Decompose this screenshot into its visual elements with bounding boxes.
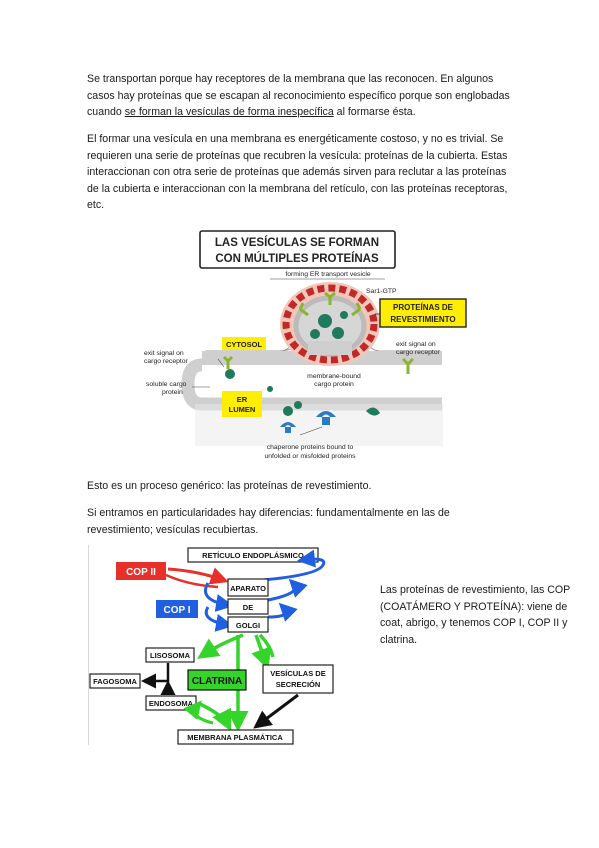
paragraph-text: Se transportan porque hay receptores de … — [87, 73, 510, 118]
cytosol-label: CYTOSOL — [226, 340, 263, 349]
coat-proteins-label-box — [379, 298, 467, 328]
cargo-protein — [318, 314, 332, 328]
paragraph-generic-process: Esto es un proceso genérico: las proteín… — [87, 480, 372, 492]
clatrina-label: CLATRINA — [192, 676, 242, 687]
lisosoma-box — [145, 647, 195, 663]
golgi-label: GOLGI — [236, 621, 260, 630]
figure-title-line1: LAS VESÍCULAS SE FORMAN — [215, 236, 379, 249]
figure-title-line2: CON MÚLTIPLES PROTEÍNAS — [215, 252, 379, 265]
chaperone-line1: chaperone proteins bound to — [267, 444, 354, 451]
lumen-label: LUMEN — [229, 405, 256, 414]
cop-explanation: Las proteínas de revestimiento, las COP … — [380, 584, 570, 646]
paragraph-differences: Si entramos en particularidades hay dife… — [87, 507, 450, 536]
cargo-protein — [310, 329, 320, 339]
cop2-label-box — [116, 562, 166, 580]
paragraph-text: al formarse ésta. — [333, 106, 416, 118]
fagosoma-label: FAGOSOMA — [93, 677, 137, 686]
exit-signal-right-line1: exit signal on — [396, 341, 436, 348]
de-box — [227, 598, 269, 615]
endosoma-label: ENDOSOMA — [149, 699, 194, 708]
golgi-box — [227, 616, 269, 633]
aparato-box — [227, 578, 269, 597]
er-lumen-label-box — [222, 391, 262, 417]
exit-signal-left-line2: cargo receptor — [144, 358, 189, 365]
membrana-box — [177, 729, 294, 745]
sar1-label: Sar1-GTP — [366, 288, 397, 295]
chaperone-protein — [316, 411, 336, 417]
vesiculas-line2: SECRECIÓN — [276, 680, 321, 689]
membrana-label: MEMBRANA PLASMÁTICA — [187, 733, 283, 742]
figure-title-box — [199, 230, 396, 269]
vesicle-coat — [282, 284, 378, 364]
exit-signal-right-line2: cargo receptor — [396, 349, 441, 356]
de-label: DE — [243, 603, 253, 612]
soluble-cargo-line2: protein — [162, 389, 183, 396]
er-membrane-curve — [181, 358, 442, 411]
paragraph-transport: Se transportan porque hay receptores de … — [87, 71, 515, 121]
coat-proteins-label-line2: REVESTIMIENTO — [390, 315, 455, 324]
fagosoma-box — [89, 673, 141, 689]
cop2-label: COP II — [126, 567, 156, 578]
vesiculas-box — [262, 664, 334, 694]
cargo-receptor-right — [401, 357, 415, 374]
reticulo-label: RETÍCULO ENDOPLÁSMICO — [202, 551, 304, 560]
forming-vesicle-label: forming ER transport vesicle — [285, 271, 371, 278]
cop1-label-box — [156, 600, 198, 618]
vesiculas-line1: VESÍCULAS DE — [270, 669, 325, 678]
cargo-receptor-left — [222, 355, 234, 369]
membrane-bound-cargo-line2: cargo protein — [314, 381, 354, 388]
soluble-cargo-line1: soluble cargo — [146, 381, 187, 388]
paragraph-vesicle-energy: El formar una vesícula en una membrana e… — [87, 133, 508, 211]
lisosoma-label: LISOSOMA — [150, 651, 191, 660]
cytosol-label-box — [222, 337, 266, 350]
er-label: ER — [237, 395, 248, 404]
cargo-protein — [332, 327, 344, 339]
vesicle-formation-figure: LAS VESÍCULAS SE FORMAN CON MÚLTIPLES PR… — [144, 230, 467, 460]
exit-signal-left-line1: exit signal on — [144, 350, 184, 357]
chaperone-line2: unfolded or misfolded proteins — [264, 453, 356, 460]
membrane-bound-cargo-line1: membrane-bound — [307, 373, 361, 380]
clatrina-box — [187, 669, 247, 691]
underlined-phrase: se forman la vesículas de forma inespecí… — [124, 106, 334, 118]
reticulo-box — [187, 547, 319, 563]
cargo-protein — [340, 311, 348, 319]
coat-proteins-routes-figure: RETÍCULO ENDOPLÁSMICO COP II COP I APARA… — [89, 547, 334, 745]
aparato-label: APARATO — [230, 584, 266, 593]
coat-proteins-label-line1: PROTEÍNAS DE — [393, 303, 454, 312]
chaperone-protein — [280, 422, 296, 427]
figure-left-rule — [88, 545, 89, 745]
cop1-label: COP I — [163, 605, 190, 616]
